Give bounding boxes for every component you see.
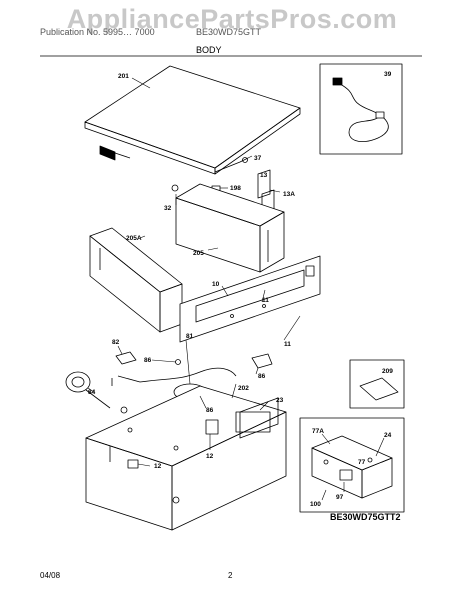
rear-panel [175, 183, 285, 273]
power-cord-inset [319, 63, 403, 155]
insulation-inset [349, 359, 405, 409]
drawing-number: BE30WD75GTT2 [330, 512, 401, 522]
part-label: 100 [310, 501, 321, 508]
leader-lines [87, 77, 385, 501]
part-label: 205A [126, 235, 142, 242]
top-panel [84, 65, 301, 175]
drawer-body [85, 385, 287, 531]
part-label: 23 [276, 397, 284, 404]
control-board-inset [299, 417, 405, 513]
footer-date: 04/08 [40, 571, 61, 580]
part-label: 77A [312, 428, 324, 435]
part-label: 198 [230, 185, 241, 192]
part-label: 82 [112, 339, 120, 346]
part-label: 97 [336, 494, 344, 501]
part-label: 202 [238, 385, 249, 392]
part-label: 77 [358, 459, 366, 466]
part-label: 13A [283, 191, 295, 198]
part-label: 209 [382, 368, 393, 375]
part-label: 86 [258, 373, 266, 380]
side-panel [89, 227, 183, 333]
front-frame [179, 255, 321, 343]
part-label: 201 [118, 73, 129, 80]
part-label: 37 [254, 155, 262, 162]
part-label: 11 [284, 341, 291, 348]
part-label: 86 [144, 357, 152, 364]
part-label: 205 [193, 250, 204, 257]
part-label: 12 [206, 453, 214, 460]
part-label: 12 [154, 463, 162, 470]
part-label: 24 [384, 432, 392, 439]
part-label: 86 [206, 407, 214, 414]
control-board-bracket [239, 397, 279, 439]
publication-number: Publication No. 5995… 7000 [40, 27, 155, 37]
section-title: BODY [196, 45, 222, 55]
part-label: 32 [164, 205, 172, 212]
bracket-clips [115, 351, 273, 369]
part-label: 10 [212, 281, 220, 288]
part-label: 39 [384, 71, 392, 78]
part-label: 81 [186, 333, 194, 340]
model-number-header: BE30WD75GTT [196, 27, 262, 37]
footer-page: 2 [228, 571, 233, 580]
part-label: 84 [88, 389, 96, 396]
part-label: 13 [260, 172, 268, 179]
part-labels: 201 39 37 198 13 13A 32 205A 205 10 11 1… [88, 71, 393, 508]
part-label: 11 [262, 297, 269, 304]
watermark: AppliancePartsPros.com [66, 4, 398, 34]
drive-motor [65, 371, 128, 414]
